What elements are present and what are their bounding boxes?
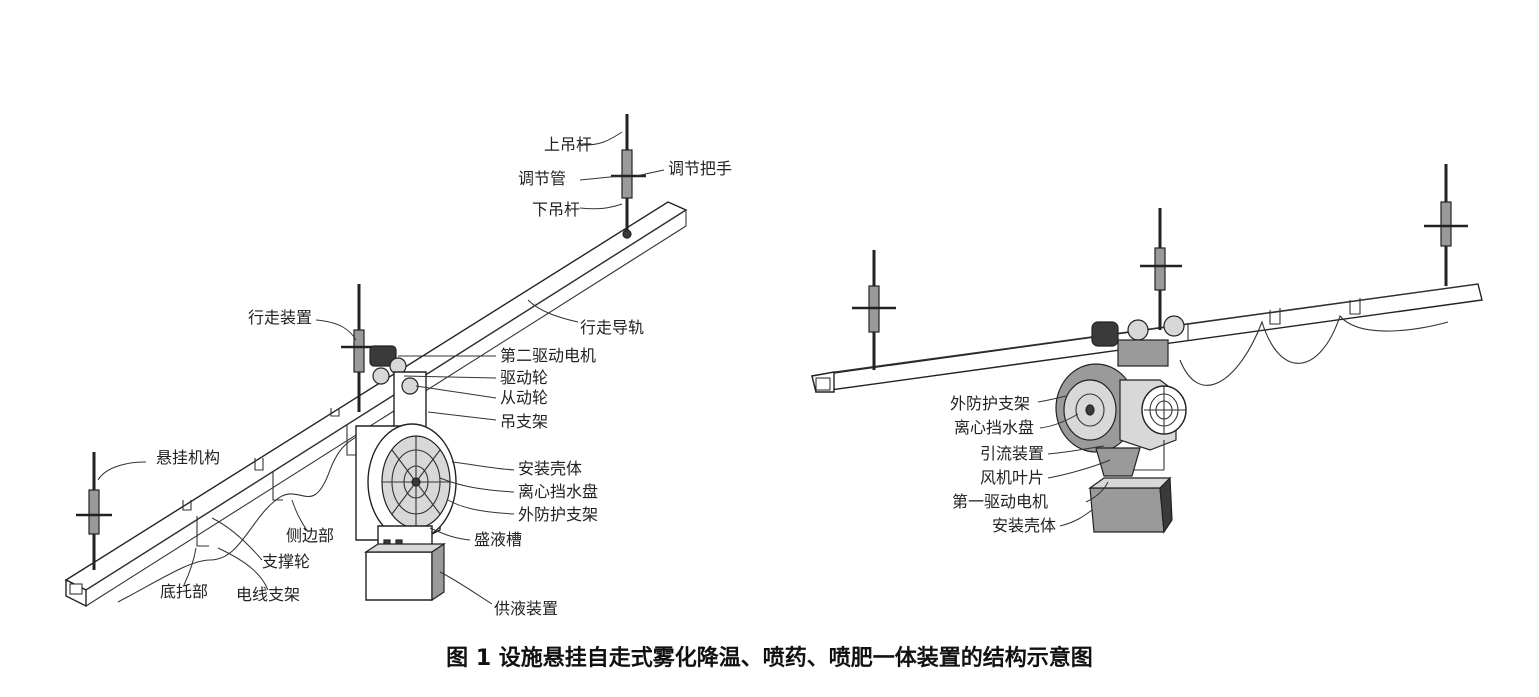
label-r-centrifugal-disc: 离心挡水盘 bbox=[954, 418, 1034, 437]
right-labels: 外防护支架 离心挡水盘 引流装置 风机叶片 第一驱动电机 安装壳体 bbox=[950, 394, 1056, 535]
label-walking-device: 行走装置 bbox=[248, 308, 312, 327]
label-walking-rail: 行走导轨 bbox=[580, 318, 644, 337]
figure-caption: 图 1 设施悬挂自走式雾化降温、喷药、喷肥一体装置的结构示意图 bbox=[446, 646, 1093, 671]
left-end-hanger bbox=[76, 452, 112, 570]
label-cable-bracket: 电线支架 bbox=[236, 585, 300, 604]
label-adjust-handle: 调节把手 bbox=[668, 159, 732, 178]
right-leaders bbox=[1037, 395, 1111, 527]
label-hanger-bracket: 吊支架 bbox=[500, 412, 548, 431]
left-cable bbox=[117, 429, 371, 603]
label-side-part: 侧边部 bbox=[286, 526, 334, 545]
label-adjust-tube: 调节管 bbox=[518, 169, 566, 188]
left-labels: 上吊杆 调节管 调节把手 下吊杆 行走装置 行走导轨 第二驱动电机 驱动轮 从动… bbox=[156, 135, 732, 618]
label-r-housing: 安装壳体 bbox=[992, 516, 1056, 535]
label-r-first-motor: 第一驱动电机 bbox=[952, 492, 1048, 511]
left-top-hanger bbox=[611, 114, 646, 239]
right-rail bbox=[811, 283, 1483, 393]
label-suspension: 悬挂机构 bbox=[156, 448, 220, 467]
right-cable bbox=[1179, 314, 1449, 386]
label-second-motor: 第二驱动电机 bbox=[500, 346, 596, 365]
label-bottom-part: 底托部 bbox=[160, 582, 208, 601]
label-drive-wheel: 驱动轮 bbox=[500, 368, 548, 387]
left-clips bbox=[182, 408, 357, 547]
left-mid-hanger bbox=[341, 284, 376, 412]
right-hanger-mid bbox=[1140, 208, 1182, 330]
label-lower-rod: 下吊杆 bbox=[532, 200, 580, 219]
label-centrifugal-disc: 离心挡水盘 bbox=[518, 482, 598, 501]
right-hanger-right bbox=[1424, 164, 1468, 286]
label-r-outer-guard: 外防护支架 bbox=[950, 394, 1030, 413]
label-housing: 安装壳体 bbox=[518, 459, 582, 478]
label-r-flow-guide: 引流装置 bbox=[980, 444, 1044, 463]
label-upper-rod: 上吊杆 bbox=[544, 135, 592, 154]
label-r-fan-blade: 风机叶片 bbox=[980, 468, 1044, 487]
right-fan-unit bbox=[1055, 363, 1187, 534]
left-leaders bbox=[97, 131, 665, 605]
left-assembly: 上吊杆 调节管 调节把手 下吊杆 行走装置 行走导轨 第二驱动电机 驱动轮 从动… bbox=[64, 114, 732, 618]
label-support-wheel: 支撑轮 bbox=[262, 552, 310, 571]
right-hanger-left bbox=[852, 250, 896, 370]
right-assembly: 外防护支架 离心挡水盘 引流装置 风机叶片 第一驱动电机 安装壳体 bbox=[811, 164, 1483, 535]
left-mist-unit bbox=[355, 423, 457, 602]
left-drive bbox=[369, 345, 427, 433]
label-outer-guard: 外防护支架 bbox=[518, 505, 598, 524]
left-rail bbox=[64, 201, 688, 608]
label-supply-device: 供液装置 bbox=[494, 599, 558, 618]
label-driven-wheel: 从动轮 bbox=[500, 388, 548, 407]
label-liquid-tank: 盛液槽 bbox=[474, 530, 522, 549]
right-drive bbox=[1091, 315, 1185, 367]
